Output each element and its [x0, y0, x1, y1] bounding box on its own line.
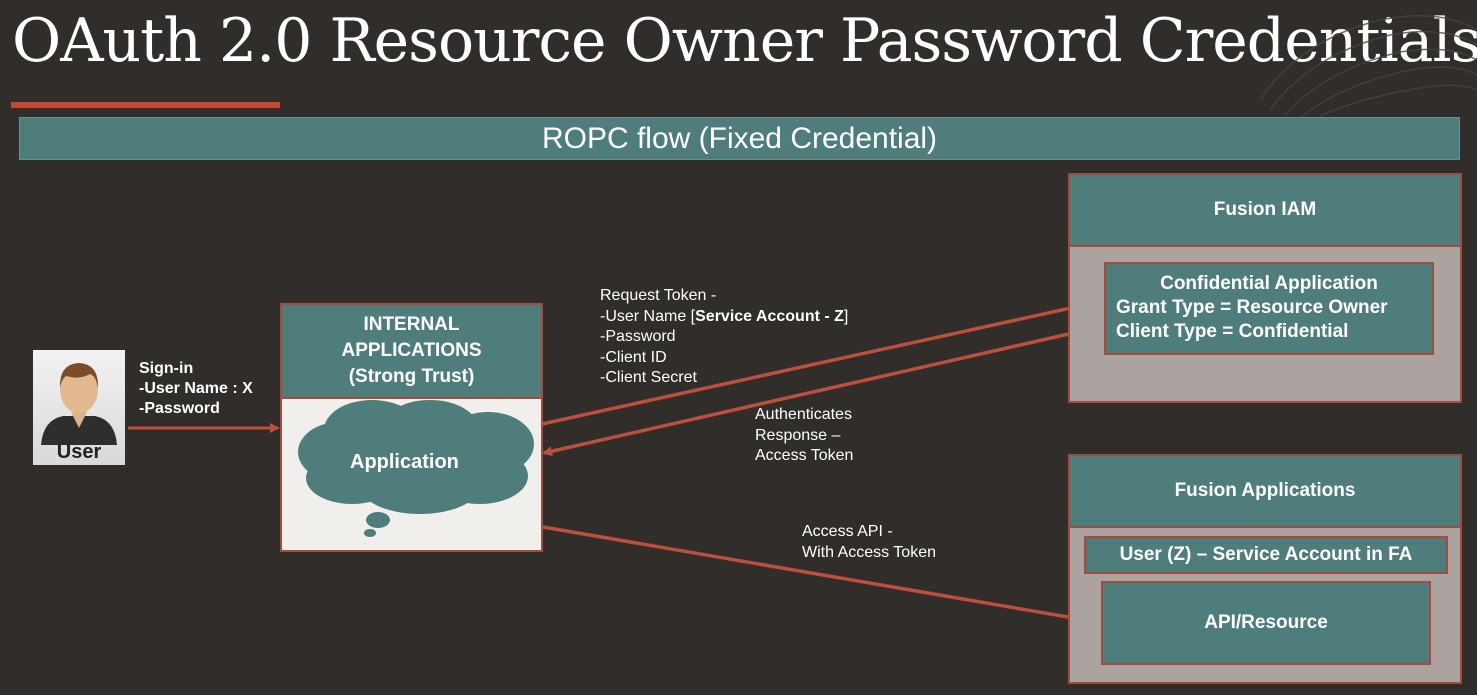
person-icon: [41, 363, 117, 445]
signin-details: Sign-in -User Name : X -Password: [139, 359, 253, 419]
decorative-pattern: [1259, 15, 1477, 119]
request-token-line-3: -Password: [600, 328, 676, 345]
internal-header-line-3: (Strong Trust): [348, 366, 475, 387]
internal-header-line-2: APPLICATIONS: [341, 340, 482, 361]
fusion-applications-header: Fusion Applications: [1070, 456, 1460, 528]
access-api-line-2: With Access Token: [802, 543, 936, 561]
request-token-line-2: -User Name [Service Account - Z]: [600, 307, 848, 328]
request-token-line-4: -Client ID: [600, 348, 667, 366]
fusion-applications-box: Fusion Applications User (Z) – Service A…: [1068, 454, 1462, 684]
user-label: User: [56, 441, 102, 463]
username-suffix: ]: [843, 307, 849, 325]
fusion-iam-header: Fusion IAM: [1070, 175, 1460, 247]
confidential-application-box: Confidential Application Grant Type = Re…: [1104, 262, 1434, 355]
request-token-text: Request Token - -User Name [Service Acco…: [600, 286, 848, 389]
client-type: Client Type = Confidential: [1116, 321, 1349, 342]
application-label: Application: [350, 451, 459, 473]
service-account-bar: User (Z) – Service Account in FA: [1084, 536, 1448, 574]
internal-applications-header: INTERNAL APPLICATIONS (Strong Trust): [282, 305, 541, 399]
access-api-text: Access API - With Access Token: [802, 522, 936, 563]
request-token-line-1: Request Token -: [600, 287, 717, 304]
service-account-name: Service Account - Z: [695, 307, 844, 325]
page-title: OAuth 2.0 Resource Owner Password Creden…: [12, 6, 1477, 76]
access-api-line-1: Access API -: [802, 523, 893, 540]
signin-title: Sign-in: [139, 360, 194, 377]
arrow-request-token: [541, 298, 1100, 426]
title-underline: [11, 102, 280, 108]
internal-header-line-1: INTERNAL: [363, 314, 460, 335]
fusion-iam-box: Fusion IAM Confidential Application Gran…: [1068, 173, 1462, 403]
arrow-access-token: [542, 324, 1105, 457]
flow-banner: ROPC flow (Fixed Credential): [19, 117, 1460, 160]
user-avatar: User: [33, 350, 125, 465]
confidential-app-title: Confidential Application: [1160, 273, 1378, 294]
username-prefix: -User Name [: [600, 307, 696, 325]
auth-response-line-1: Authenticates: [755, 406, 852, 423]
arrow-access-api: [542, 525, 1099, 626]
auth-response-line-2: Response –: [755, 426, 841, 444]
cloud-icon: [298, 400, 534, 537]
request-token-line-5: -Client Secret: [600, 369, 697, 386]
signin-username: -User Name : X: [139, 380, 253, 397]
api-resource-box: API/Resource: [1101, 581, 1431, 665]
signin-password: -Password: [139, 400, 220, 417]
auth-response-text: Authenticates Response – Access Token: [755, 405, 853, 467]
grant-type: Grant Type = Resource Owner: [1116, 297, 1388, 318]
auth-response-line-3: Access Token: [755, 447, 854, 464]
